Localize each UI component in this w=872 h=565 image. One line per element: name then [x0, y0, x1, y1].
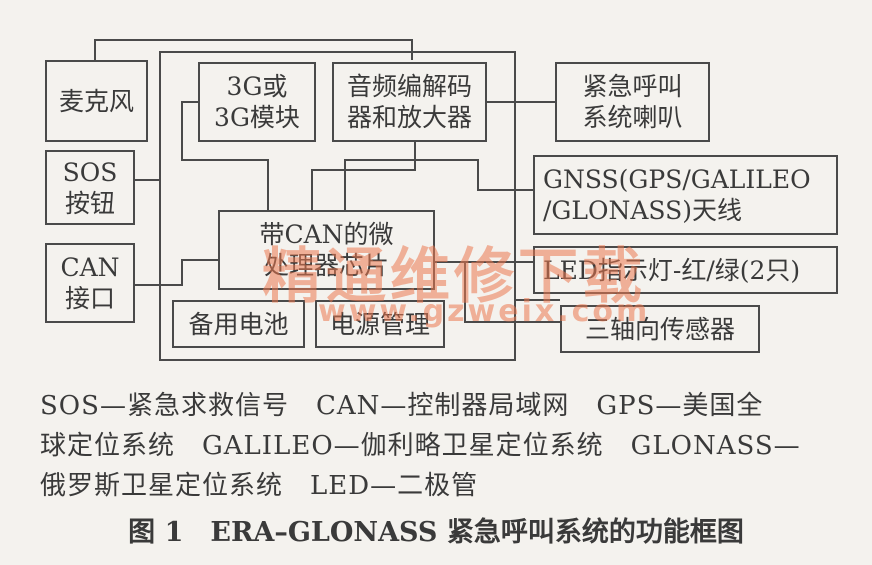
gnss-antenna-block: GNSS(GPS/GALILEO /GLONASS)天线 — [533, 155, 838, 235]
wire-gnss — [344, 159, 533, 210]
audio-codec-block: 音频编解码 器和放大器 — [332, 62, 487, 142]
power-management-block: 电源管理 — [315, 300, 445, 348]
mcu-block: 带CAN的微 处理器芯片 — [218, 210, 435, 290]
emergency-speaker-block: 紧急呼叫 系统喇叭 — [555, 62, 710, 142]
legend-line-2: 球定位系统 GALILEO—伽利略卫星定位系统 GLONASS— — [40, 431, 801, 461]
wire-mcu-sensor — [464, 262, 560, 323]
enclosure-outline — [159, 51, 516, 361]
figure-caption: 图 1 ERA–GLONASS 紧急呼叫系统的功能框图 — [128, 517, 744, 548]
legend-line-1: SOS—紧急求救信号 CAN—控制器局域网 GPS—美国全 — [40, 391, 764, 421]
wire-3g-mcu — [181, 101, 269, 210]
led-indicator-block: LED指示灯-红/绿(2只) — [533, 246, 838, 294]
three-axis-sensor-block: 三轴向传感器 — [560, 305, 760, 353]
sos-button-block: SOS 按钮 — [45, 150, 135, 225]
wire-can-mcu — [135, 259, 218, 286]
wire-audio-mcu — [311, 142, 416, 210]
can-interface-block: CAN 接口 — [45, 243, 135, 323]
backup-battery-block: 备用电池 — [172, 300, 305, 348]
3g-module-block: 3G或 3G模块 — [198, 62, 316, 142]
wire-microphone — [94, 39, 413, 60]
legend-line-3: 俄罗斯卫星定位系统 LED—二极管 — [40, 471, 479, 501]
microphone-block: 麦克风 — [45, 60, 148, 142]
